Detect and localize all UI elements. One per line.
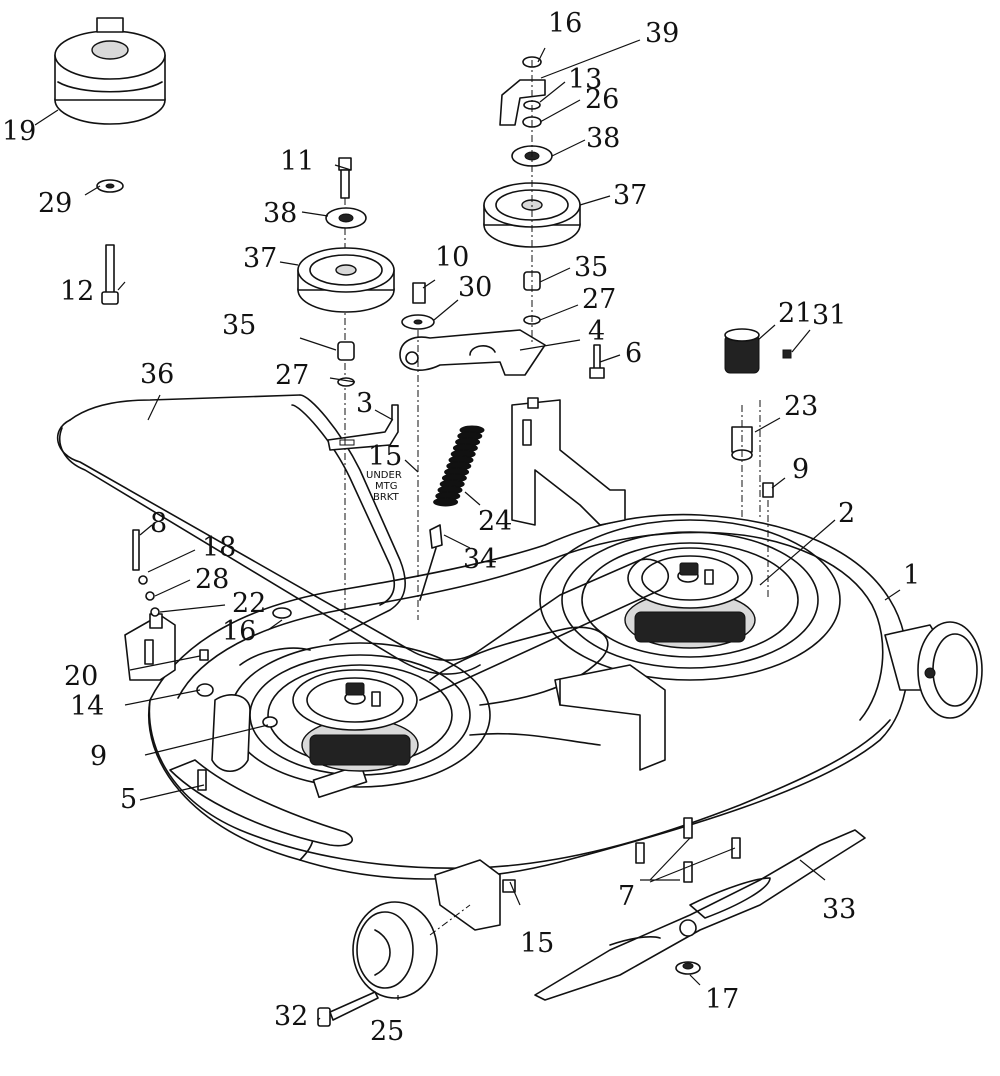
- callout-38-left: 38: [263, 198, 297, 229]
- callout-28: 28: [195, 564, 229, 595]
- note-line-3: BRKT: [373, 492, 400, 503]
- note-line-1: UNDER: [366, 470, 402, 481]
- callout-30: 30: [458, 272, 492, 303]
- idler-pulley-left-stack: [297, 207, 395, 387]
- callout-14: 14: [70, 691, 104, 722]
- callout-27-right: 27: [582, 284, 616, 315]
- callout-22: 22: [232, 588, 266, 619]
- mower-blade: [534, 829, 866, 1001]
- callout-34: 34: [463, 544, 497, 575]
- height-adjuster: [724, 328, 792, 520]
- callout-25: 25: [370, 1016, 404, 1047]
- electric-clutch: [54, 17, 166, 125]
- callout-7: 7: [618, 881, 635, 912]
- bolt-10-washer-30: [401, 282, 435, 620]
- callout-38-right: 38: [586, 123, 620, 154]
- callout-1: 1: [903, 560, 920, 591]
- callout-17: 17: [705, 984, 739, 1015]
- callout-35-right: 35: [574, 252, 608, 283]
- idler-mount-bracket: [511, 397, 626, 526]
- spindle-assembly-left: [292, 669, 419, 772]
- callout-26: 26: [585, 84, 619, 115]
- tension-spring: [433, 425, 485, 507]
- washer-29: [96, 179, 124, 193]
- callout-37-right: 37: [613, 180, 647, 211]
- callout-16-left: 16: [222, 616, 256, 647]
- callout-11: 11: [280, 146, 314, 177]
- callout-29: 29: [38, 188, 72, 219]
- note-line-2: MTG: [375, 481, 398, 492]
- callout-33: 33: [822, 894, 856, 925]
- callout-16-top: 16: [548, 8, 582, 39]
- callout-12: 12: [60, 276, 94, 307]
- callout-10: 10: [435, 242, 469, 273]
- idler-pulley-right-stack: [483, 56, 581, 345]
- callout-3: 3: [356, 388, 373, 419]
- callout-19: 19: [2, 116, 36, 147]
- callout-35-left: 35: [222, 310, 256, 341]
- bolt-9-right: [762, 482, 774, 600]
- callout-31: 31: [812, 300, 846, 331]
- callout-5: 5: [120, 784, 137, 815]
- gauge-wheel-front: [352, 859, 501, 999]
- spring-link: [419, 524, 443, 601]
- callout-9-left: 9: [90, 741, 107, 772]
- callout-21: 21: [778, 298, 812, 329]
- callout-13: 13: [568, 64, 602, 95]
- callout-18: 18: [202, 532, 236, 563]
- callout-2: 2: [838, 498, 855, 529]
- blade-nut: [675, 961, 701, 975]
- callout-20: 20: [64, 661, 98, 692]
- mower-deck-shell: [148, 513, 909, 880]
- callout-24: 24: [478, 506, 512, 537]
- drive-belt: [56, 394, 669, 701]
- leader-lines: [34, 39, 901, 1021]
- callout-36: 36: [140, 359, 174, 390]
- spindle-assembly-right: [624, 547, 756, 649]
- gauge-wheel-right: [884, 621, 983, 719]
- callout-39: 39: [645, 18, 679, 49]
- callout-9-right: 9: [792, 454, 809, 485]
- idler-bracket: [399, 329, 546, 376]
- callout-27-left: 27: [275, 360, 309, 391]
- callout-32: 32: [274, 1001, 308, 1032]
- callout-4: 4: [588, 316, 605, 347]
- bolt-6: [589, 344, 605, 379]
- callout-15-upper: 15: [368, 441, 402, 472]
- part-callouts: 1 2 3 4 5 6 7 8 9 9 10 11 12 13 14 15 15…: [2, 8, 920, 1047]
- callout-15-lower: 15: [520, 928, 554, 959]
- wheel-bolt: [317, 991, 379, 1027]
- spindle-bolts: [635, 817, 741, 883]
- bolt-12: [101, 244, 119, 305]
- callout-8: 8: [150, 508, 167, 539]
- mounting-note: UNDER MTG BRKT: [366, 470, 402, 503]
- callout-23: 23: [784, 391, 818, 422]
- callout-6: 6: [625, 338, 642, 369]
- callout-37-left: 37: [243, 243, 277, 274]
- small-hardware-left: [132, 529, 516, 893]
- spring-coil: [433, 497, 459, 507]
